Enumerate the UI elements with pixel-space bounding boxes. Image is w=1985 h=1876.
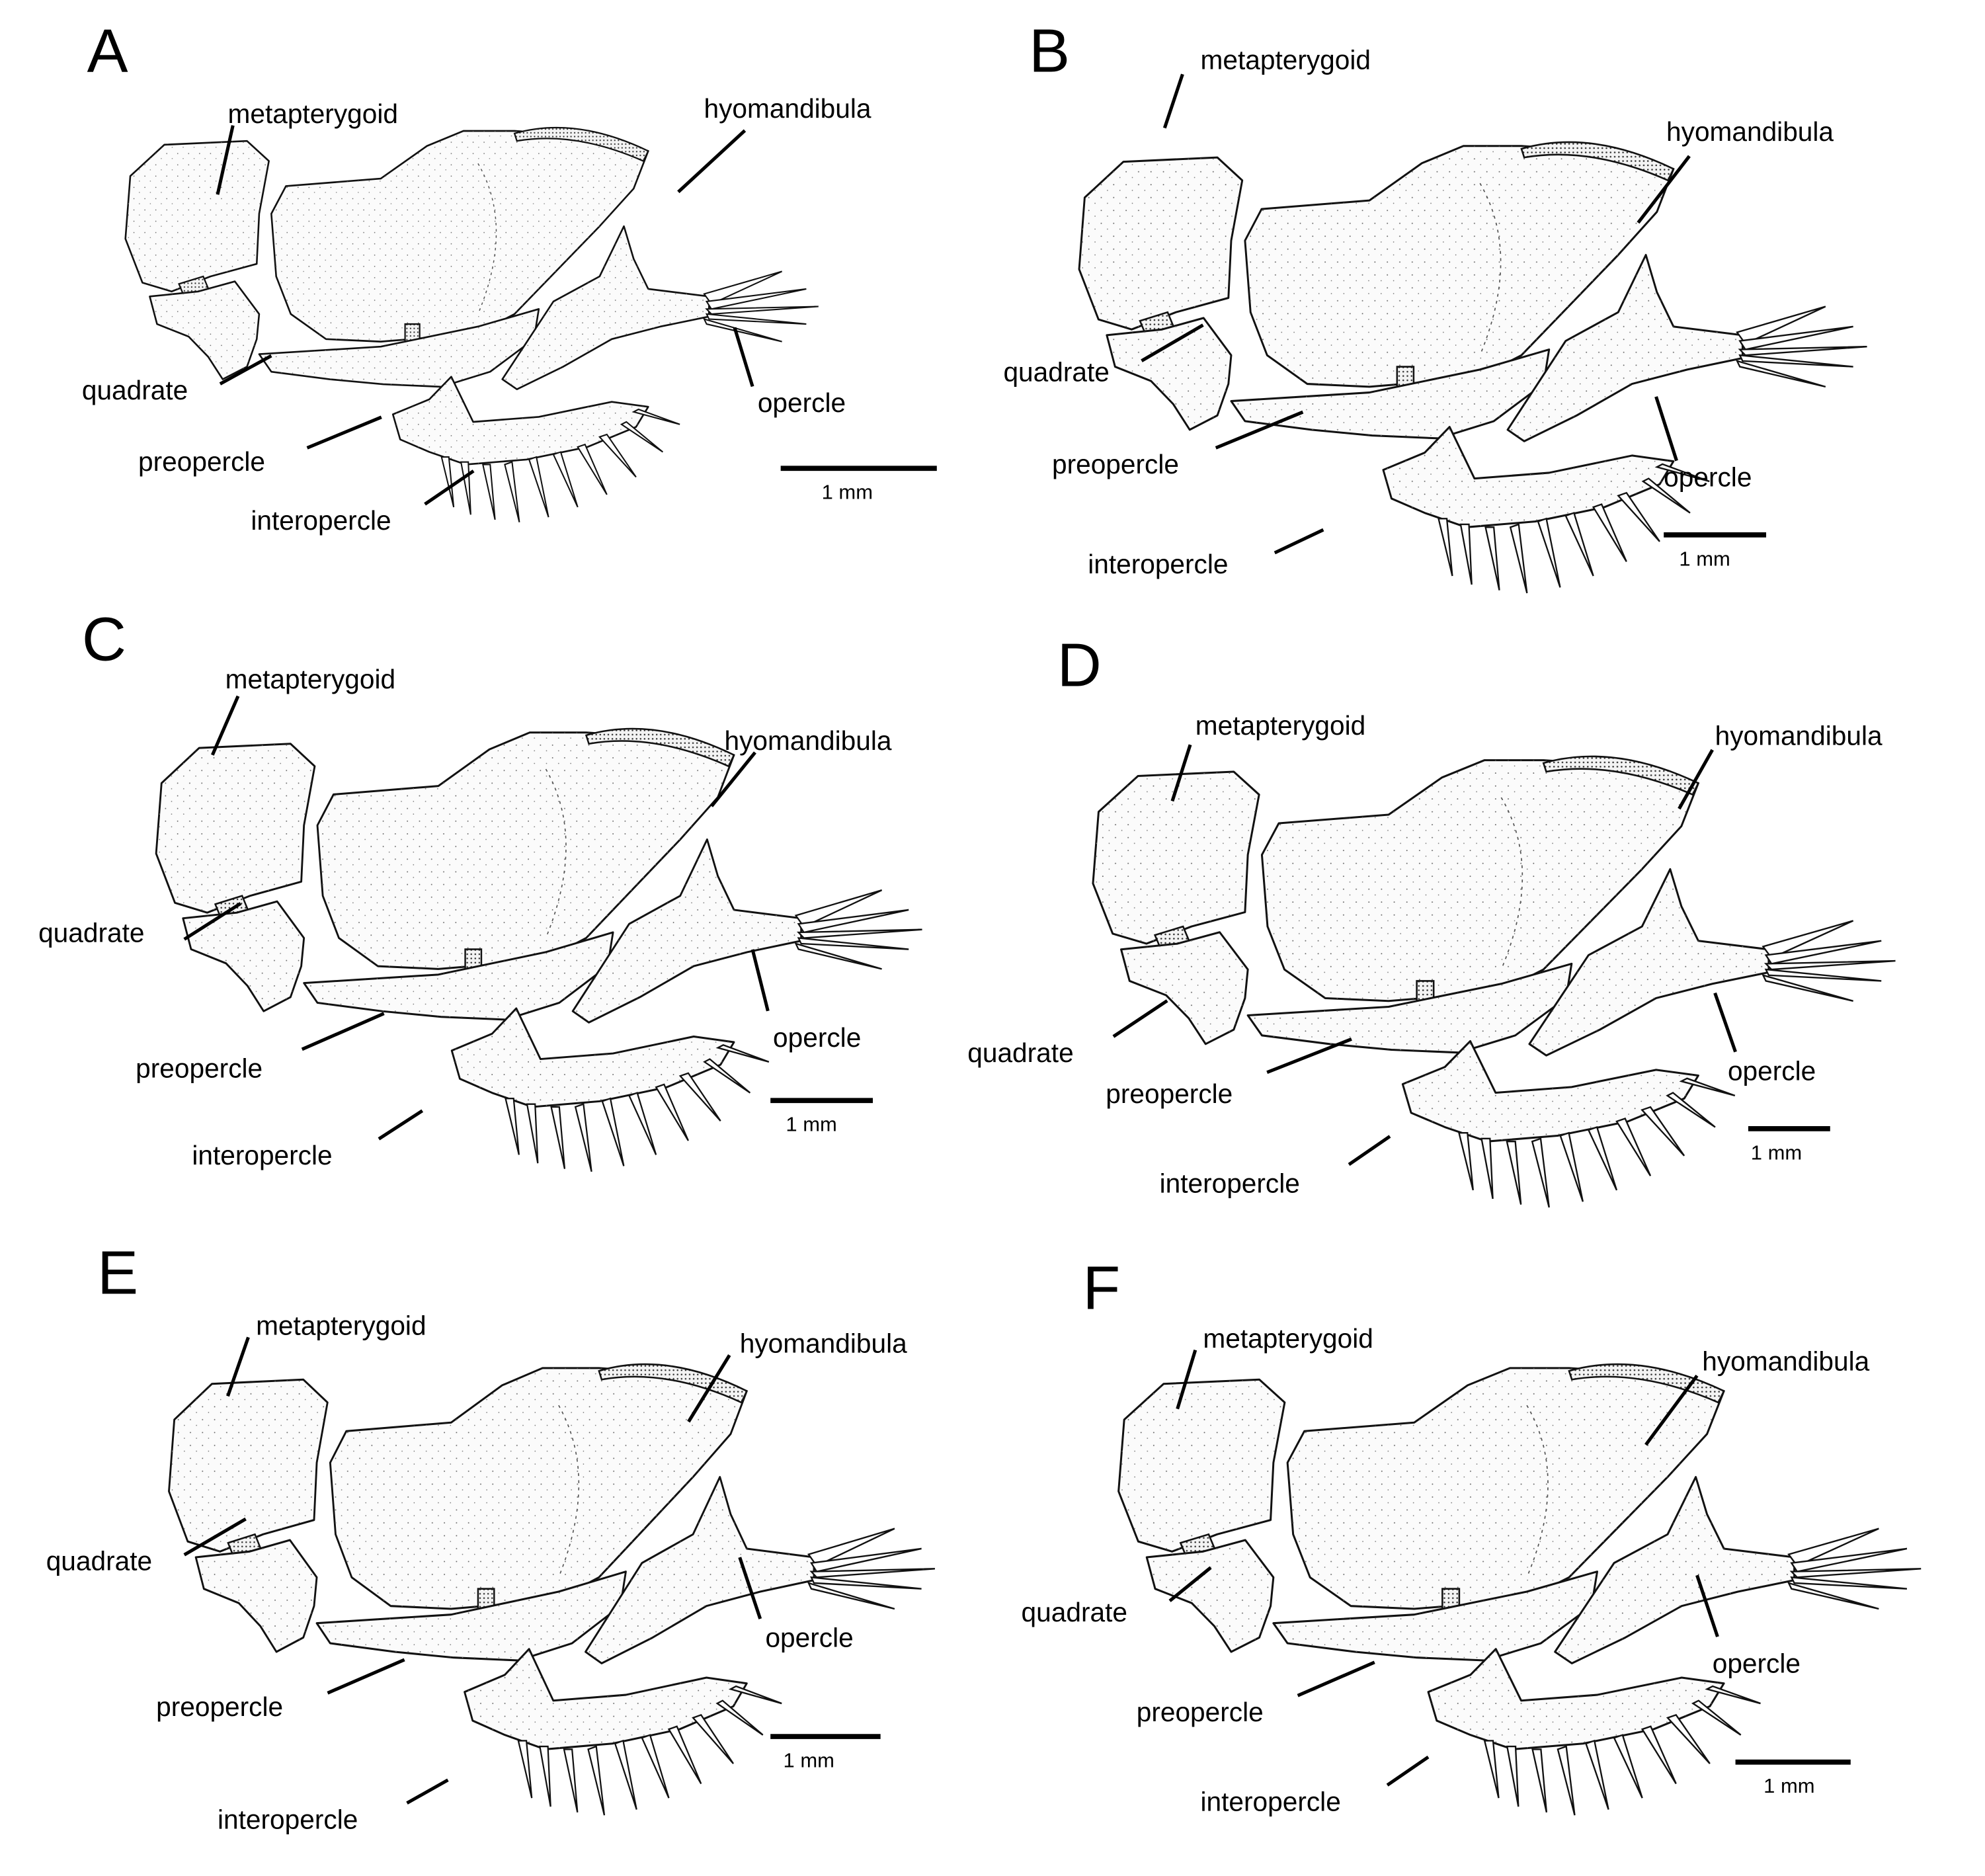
panel-letter: D — [1057, 630, 1102, 699]
bone-illustration — [1117, 1363, 1922, 1816]
panel-letter: C — [82, 605, 126, 674]
panel-d: D metapterygoid hyomandibula quadrate pr… — [967, 630, 1897, 1209]
label-preopercle: preopercle — [136, 1053, 263, 1083]
label-preopercle: preopercle — [138, 446, 265, 477]
label-metapterygoid: metapterygoid — [256, 1310, 426, 1340]
label-opercle: opercle — [1728, 1055, 1816, 1086]
label-opercle: opercle — [1713, 1648, 1801, 1678]
label-opercle: opercle — [758, 387, 846, 418]
panel-b: B metapterygoid hyomandibula quadrate pr… — [1003, 16, 1869, 594]
bone-illustration — [155, 727, 924, 1173]
bone-illustration — [167, 1363, 936, 1816]
label-preopercle: preopercle — [1137, 1697, 1264, 1727]
label-interopercle: interopercle — [251, 505, 391, 536]
panel-letter: F — [1082, 1254, 1120, 1323]
scale-label: 1 mm — [1679, 547, 1730, 570]
label-metapterygoid: metapterygoid — [1201, 45, 1371, 75]
label-quadrate: quadrate — [38, 917, 144, 948]
label-opercle: opercle — [773, 1022, 861, 1053]
label-preopercle: preopercle — [1106, 1079, 1233, 1109]
label-interopercle: interopercle — [1088, 549, 1228, 579]
panel-c: C metapterygoid hyomandibula quadrate pr… — [38, 605, 924, 1173]
label-quadrate: quadrate — [82, 375, 188, 405]
label-hyomandibula: hyomandibula — [740, 1328, 907, 1359]
scale-label: 1 mm — [822, 481, 873, 504]
label-interopercle: interopercle — [218, 1804, 358, 1834]
scale-label: 1 mm — [786, 1113, 836, 1136]
scale-label: 1 mm — [1751, 1141, 1802, 1164]
label-opercle: opercle — [765, 1623, 853, 1653]
label-interopercle: interopercle — [1160, 1168, 1300, 1199]
label-hyomandibula: hyomandibula — [1715, 720, 1883, 751]
panel-a: A metapterygoid hyomandibula quadrate pr… — [82, 16, 937, 536]
label-interopercle: interopercle — [192, 1140, 332, 1170]
panel-letter: B — [1029, 16, 1070, 85]
label-metapterygoid: metapterygoid — [1195, 710, 1365, 741]
label-metapterygoid: metapterygoid — [228, 99, 398, 129]
panel-f: F metapterygoid hyomandibula quadrate pr… — [1022, 1254, 1922, 1816]
label-quadrate: quadrate — [1022, 1597, 1127, 1627]
label-metapterygoid: metapterygoid — [225, 664, 395, 694]
label-metapterygoid: metapterygoid — [1203, 1323, 1373, 1354]
label-preopercle: preopercle — [156, 1692, 283, 1722]
label-hyomandibula: hyomandibula — [1702, 1346, 1869, 1377]
label-quadrate: quadrate — [967, 1038, 1073, 1068]
label-hyomandibula: hyomandibula — [725, 725, 892, 756]
label-hyomandibula: hyomandibula — [1666, 116, 1834, 147]
scale-label: 1 mm — [784, 1749, 834, 1772]
label-hyomandibula: hyomandibula — [704, 93, 871, 124]
label-interopercle: interopercle — [1201, 1786, 1341, 1816]
panel-e: E metapterygoid hyomandibula quadrate pr… — [46, 1238, 936, 1834]
panel-letter: A — [87, 16, 128, 85]
panel-letter: E — [97, 1238, 138, 1307]
bone-illustration — [1078, 141, 1869, 594]
label-quadrate: quadrate — [1003, 357, 1109, 387]
scale-label: 1 mm — [1763, 1774, 1814, 1797]
bone-illustration — [1092, 755, 1897, 1209]
label-quadrate: quadrate — [46, 1545, 152, 1576]
label-opercle: opercle — [1664, 462, 1752, 492]
label-preopercle: preopercle — [1052, 449, 1179, 479]
